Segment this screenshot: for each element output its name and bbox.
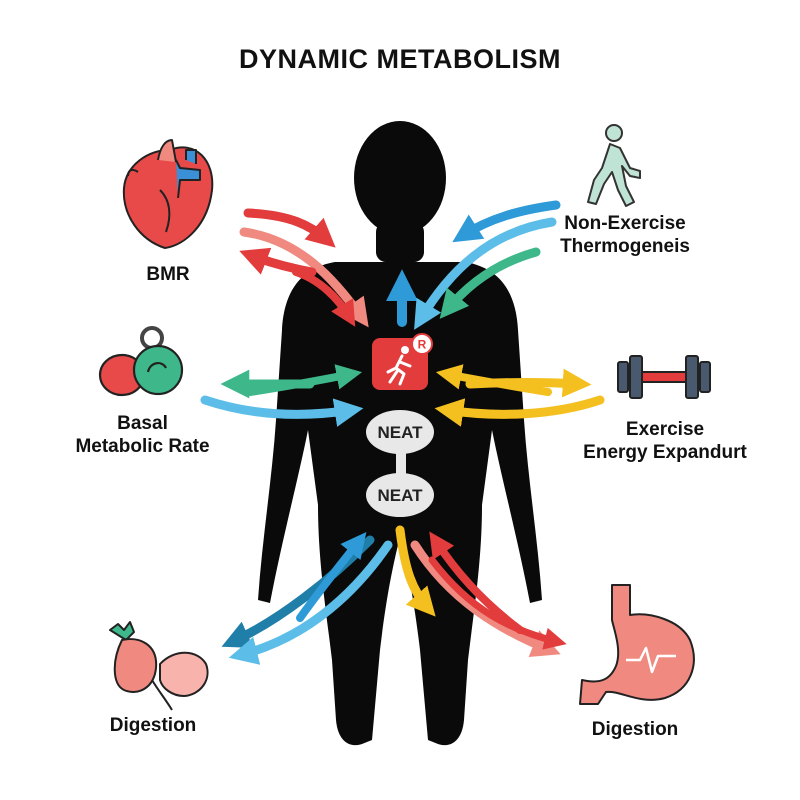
neat-node-bottom: NEAT [366,473,434,517]
neat-label-line1: Non-Exercise [564,213,686,234]
neat-label-line2: Thermogeneis [560,236,690,257]
basal-metabolic-rate-label: Basal Metabolic Rate [55,412,230,458]
non-exercise-thermogenesis-label: Non-Exercise Thermogeneis [540,212,710,258]
stomach-icon [579,584,695,705]
digestion-right-label: Digestion [570,718,700,741]
neat-arrows [414,200,561,330]
digestion-right-text: Digestion [591,719,679,740]
intestine-icon [109,621,209,711]
digestion-left-label: Digestion [88,714,218,737]
neat-node-top: NEAT [366,410,434,454]
exercise-label-line2: Energy Expandurt [583,442,747,463]
neat-node-top-text: NEAT [377,423,423,442]
heart-icon [122,139,214,249]
bmr-label-text: BMR [146,264,190,285]
neat-node-bottom-text: NEAT [377,486,423,505]
bmr-label: BMR [128,263,208,286]
kettlebell-icon [98,326,184,397]
basal-label-line2: Metabolic Rate [75,436,210,457]
digestion-left-text: Digestion [109,715,197,736]
bmr-arrows [239,208,369,328]
digestion-right-arrows [395,525,567,657]
basal-label-line1: Basal [117,413,168,434]
dumbbell-icon [617,355,711,399]
basal-arrows [200,364,364,427]
walking-person-icon [587,124,641,207]
exercise-energy-label: Exercise Energy Expandurt [560,418,770,464]
exercise-label-line1: Exercise [625,419,705,440]
digestion-left-arrows [221,532,393,665]
exercise-arrows [434,364,605,427]
diagram-title: DYNAMIC METABOLISM [239,44,561,74]
activity-badge: R [411,333,433,355]
node-connector [396,448,406,482]
badge-text: R [418,338,427,352]
